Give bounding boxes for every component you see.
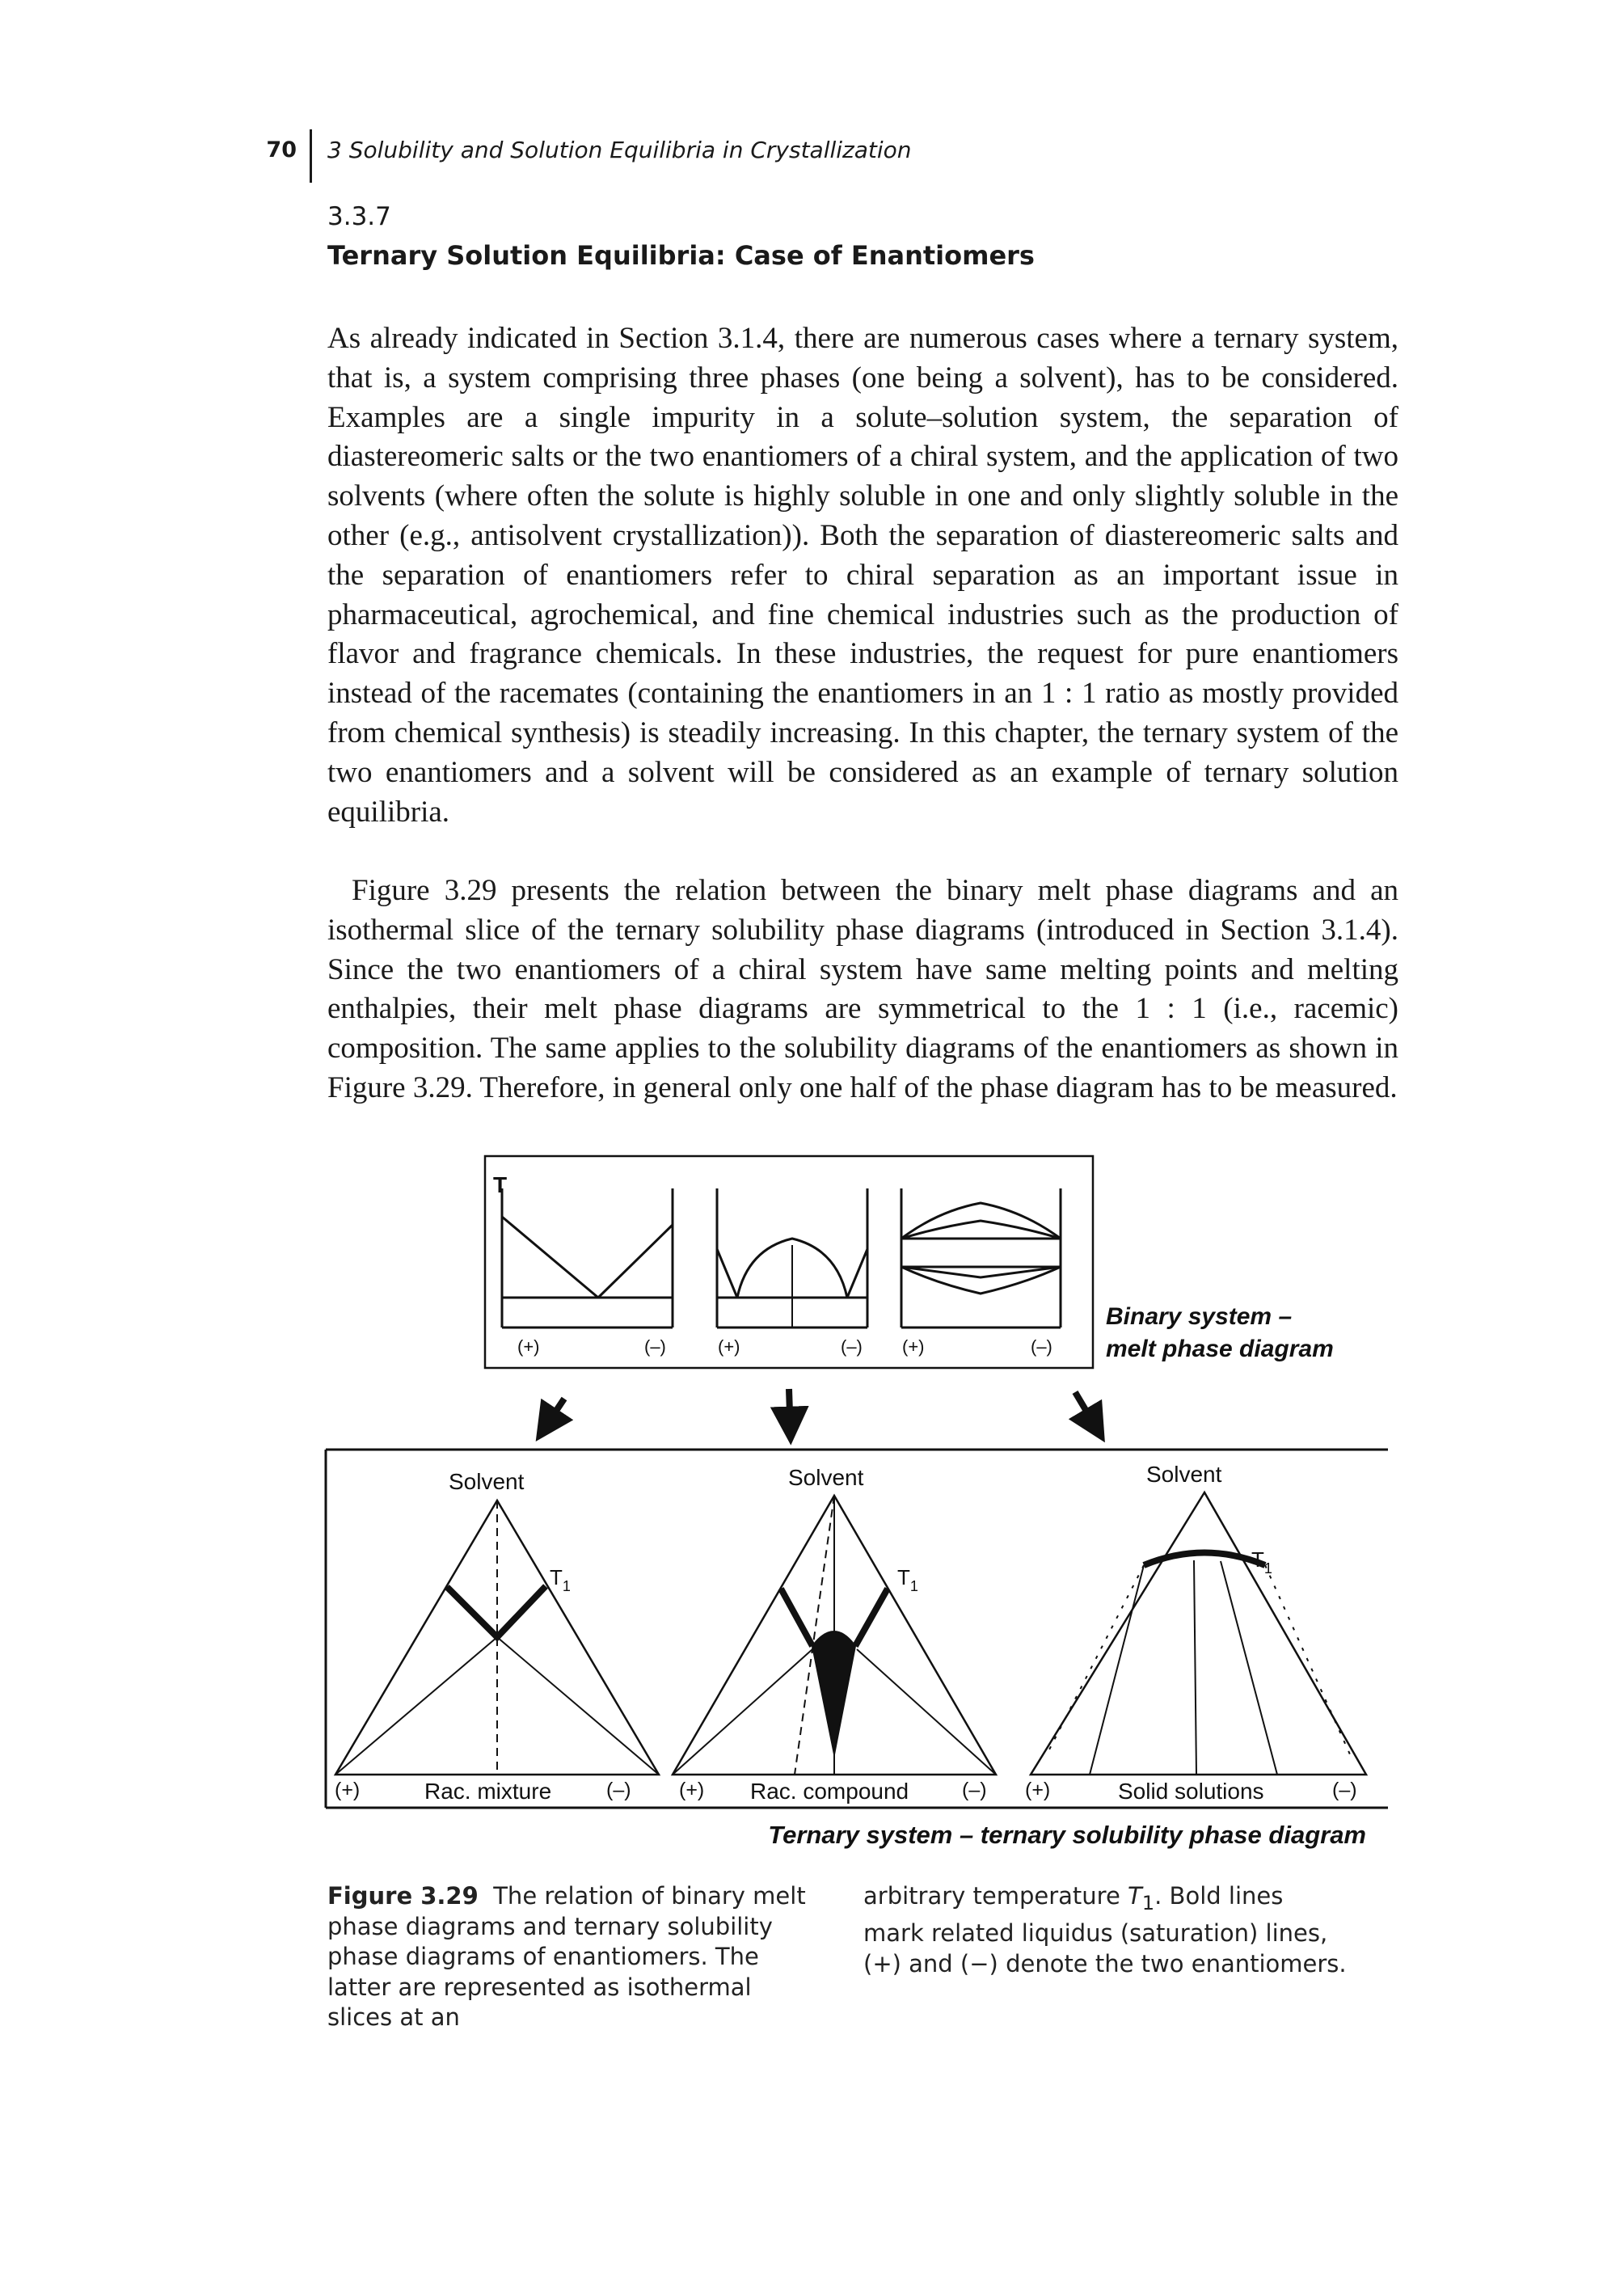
binary3-minus: (–) (1031, 1336, 1052, 1357)
ternary2-solvent: Solvent (788, 1465, 864, 1490)
running-title: 3 Solubility and Solution Equilibria in … (327, 137, 912, 163)
running-header: 70 3 Solubility and Solution Equilibria … (247, 129, 1459, 183)
ternary2-solid-region (811, 1631, 857, 1755)
ternary2-minus: (–) (962, 1779, 987, 1801)
ternary1-minus: (–) (606, 1779, 631, 1801)
binary3-plus: (+) (902, 1336, 925, 1357)
page-number: 70 (266, 137, 297, 163)
figure-caption-right: arbitrary temperature T1. Bold lines mar… (863, 1881, 1348, 1979)
arrow-right (1068, 1390, 1105, 1443)
binary2-plus: (+) (718, 1336, 740, 1357)
ternary2-t1: T1 (897, 1565, 918, 1594)
ternary3-solid-solutions: Solid solutions (1118, 1779, 1264, 1804)
ternary-diagram-compound (670, 1493, 998, 1776)
binary-diagram-compound (715, 1188, 869, 1329)
arrow-left (535, 1396, 574, 1441)
ternary3-plus: (+) (1025, 1779, 1050, 1801)
ternary2-rac-compound: Rac. compound (750, 1779, 909, 1804)
caption-t: T (1128, 1882, 1142, 1910)
ternary-label: Ternary system – ternary solubility phas… (768, 1821, 1366, 1849)
binary1-plus: (+) (517, 1336, 540, 1357)
ternary1-t1: T1 (550, 1565, 571, 1594)
ternary3-minus: (–) (1332, 1779, 1357, 1801)
ternary3-t1: T1 (1251, 1547, 1272, 1577)
ternary-diagram-mixture (333, 1498, 661, 1776)
ternary-diagram-solid-solution (1028, 1490, 1369, 1776)
arrow-middle (770, 1388, 809, 1446)
caption-right-text-b: . Bold lines mark related liquidus (satu… (863, 1882, 1347, 1978)
binary1-minus: (–) (644, 1336, 666, 1357)
caption-label: Figure 3.29 (327, 1882, 479, 1910)
ternary1-solvent: Solvent (449, 1469, 525, 1494)
binary2-minus: (–) (841, 1336, 863, 1357)
caption-right-text-a: arbitrary temperature (863, 1882, 1128, 1910)
axis-label-t: T (493, 1172, 507, 1197)
caption-left-text: The relation of binary melt phase diagra… (327, 1882, 806, 2031)
ternary1-plus: (+) (335, 1779, 360, 1801)
section-number: 3.3.7 (327, 202, 391, 231)
ternary3-solvent: Solvent (1146, 1462, 1222, 1487)
section-title: Ternary Solution Equilibria: Case of Ena… (327, 240, 1035, 271)
binary-diagram-eutectic (500, 1188, 674, 1329)
paragraph-1: As already indicated in Section 3.1.4, t… (327, 322, 1398, 829)
header-rule (310, 129, 312, 183)
binary-label-line1: Binary system – (1106, 1303, 1292, 1330)
paragraph-2: Figure 3.29 presents the relation betwee… (327, 874, 1398, 1104)
binary-diagram-solid-solution (900, 1188, 1062, 1329)
binary-frame (483, 1154, 1095, 1370)
ternary1-rac-mixture: Rac. mixture (424, 1779, 551, 1804)
figure-caption-left: Figure 3.29 The relation of binary melt … (327, 1881, 812, 2033)
ternary2-plus: (+) (679, 1779, 704, 1801)
binary-label-line2: melt phase diagram (1106, 1336, 1334, 1362)
caption-t-sub: 1 (1141, 1891, 1155, 1914)
